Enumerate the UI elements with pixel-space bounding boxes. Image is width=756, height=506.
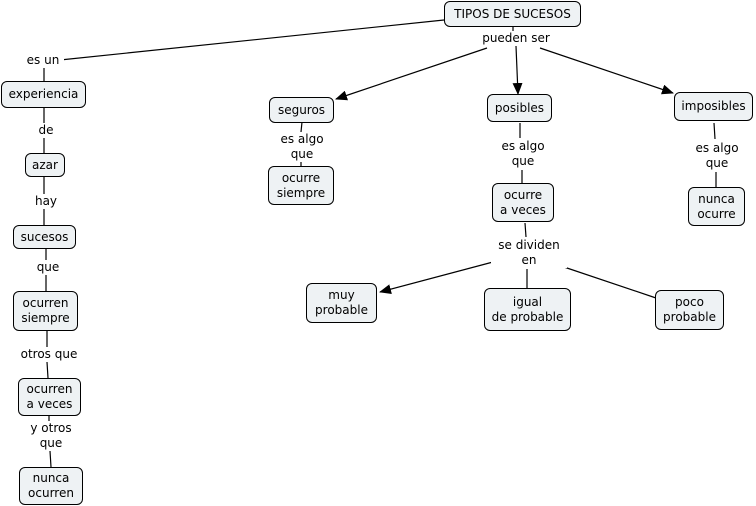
node-experiencia[interactable]: experiencia: [1, 81, 86, 108]
edge-y-otros-que-nunca-ocurren: [49, 450, 52, 468]
link-es-un: es un: [22, 53, 64, 68]
edge-se-dividen-en-muy-probable: [379, 261, 494, 295]
edge-pueden-ser-imposibles: [539, 47, 674, 95]
edge-imposibles-es-algo-que: [713, 122, 716, 140]
link-se-dividen-en: se dividen en: [491, 238, 567, 268]
edge-pueden-ser-posibles: [512, 45, 523, 95]
link-es-algo-que-seguros: es algo que: [275, 132, 329, 162]
node-azar[interactable]: azar: [25, 153, 65, 177]
edge-otros-que-ocurren-a-veces: [46, 361, 49, 379]
node-muy-probable[interactable]: muy probable: [306, 283, 377, 323]
node-posibles[interactable]: posibles: [487, 94, 552, 122]
link-otros-que: otros que: [15, 347, 83, 362]
edge-root-es-un: [59, 19, 445, 61]
link-pueden-ser: pueden ser: [476, 31, 556, 46]
node-ocurre-a-veces[interactable]: ocurre a veces: [492, 183, 554, 222]
node-nunca-ocurre[interactable]: nunca ocurre: [688, 187, 745, 226]
node-seguros[interactable]: seguros: [269, 97, 334, 123]
edge-pueden-ser-seguros: [335, 47, 488, 101]
link-es-algo-que-imposibles: es algo que: [690, 141, 744, 171]
link-hay: hay: [30, 194, 62, 209]
edge-se-dividen-en-poco-probable: [560, 265, 657, 299]
node-ocurren-siempre[interactable]: ocurren siempre: [13, 291, 78, 331]
link-que: que: [32, 260, 64, 275]
node-ocurre-siempre[interactable]: ocurre siempre: [268, 166, 334, 205]
node-ocurren-a-veces[interactable]: ocurren a veces: [18, 378, 81, 416]
node-igual-de-probable[interactable]: igual de probable: [484, 288, 571, 331]
link-es-algo-que-posibles: es algo que: [496, 139, 550, 169]
link-y-otros-que: y otros que: [24, 421, 78, 451]
node-tipos-de-sucesos[interactable]: TIPOS DE SUCESOS: [444, 1, 581, 27]
edge-seguros-es-algo-que: [300, 121, 303, 133]
edge-ocurre-a-veces-se-dividen-en: [524, 222, 527, 238]
node-sucesos[interactable]: sucesos: [13, 225, 76, 249]
link-de: de: [33, 123, 59, 138]
node-nunca-ocurren[interactable]: nunca ocurren: [19, 467, 83, 505]
node-poco-probable[interactable]: poco probable: [655, 290, 724, 330]
node-imposibles[interactable]: imposibles: [674, 92, 753, 121]
